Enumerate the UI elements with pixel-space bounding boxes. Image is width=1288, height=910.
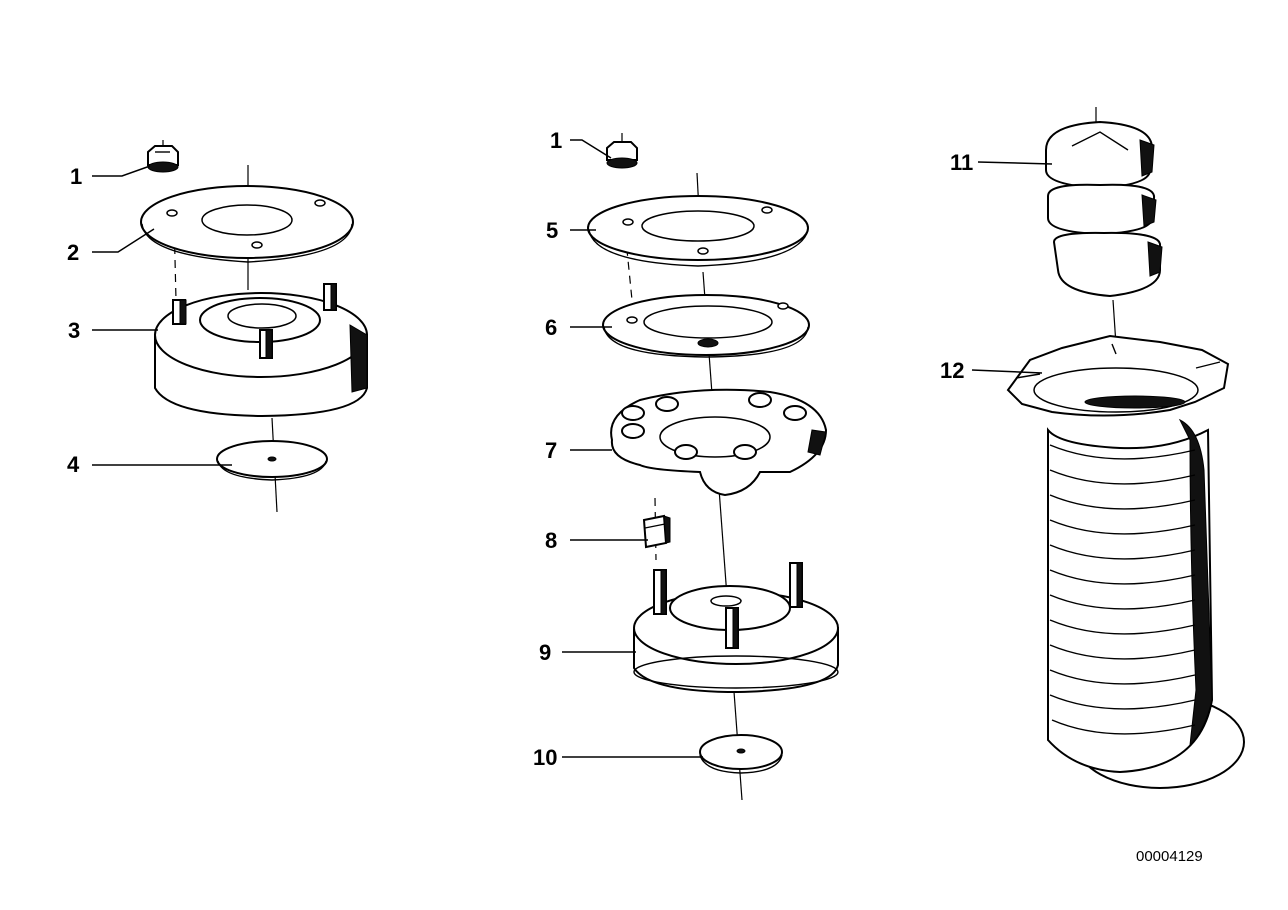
part-9-lower-mount <box>633 562 839 694</box>
callout-12: 12 <box>940 358 964 383</box>
callout-6: 6 <box>545 315 557 340</box>
right-assembly <box>971 107 1245 789</box>
callout-1-left: 1 <box>70 164 82 189</box>
callout-4: 4 <box>67 452 80 477</box>
callout-8: 8 <box>545 528 557 553</box>
part-8-sleeve <box>642 514 671 549</box>
callout-1-middle: 1 <box>550 128 562 153</box>
callout-3: 3 <box>68 318 80 343</box>
part-3-mount <box>154 283 368 418</box>
part-5-plate <box>587 195 809 267</box>
callout-10: 10 <box>533 745 557 770</box>
part-4-washer-left <box>216 440 328 481</box>
part-2-plate <box>140 185 354 263</box>
part-7-bearing-ring <box>610 388 828 497</box>
part-11-bump-stop <box>1045 120 1163 298</box>
part-1-nut-left <box>147 140 179 173</box>
callout-11: 11 <box>950 150 973 175</box>
callout-2: 2 <box>67 240 79 265</box>
part-1-nut-middle <box>606 133 638 169</box>
part-12-dust-boot <box>1006 334 1245 789</box>
left-assembly <box>92 140 368 513</box>
document-number: 00004129 <box>1136 848 1203 865</box>
middle-assembly <box>562 133 839 801</box>
part-10-washer-middle <box>699 734 783 774</box>
callout-9: 9 <box>539 640 551 665</box>
callout-7: 7 <box>545 438 557 463</box>
part-6-gasket <box>602 294 810 358</box>
callout-5: 5 <box>546 218 558 243</box>
